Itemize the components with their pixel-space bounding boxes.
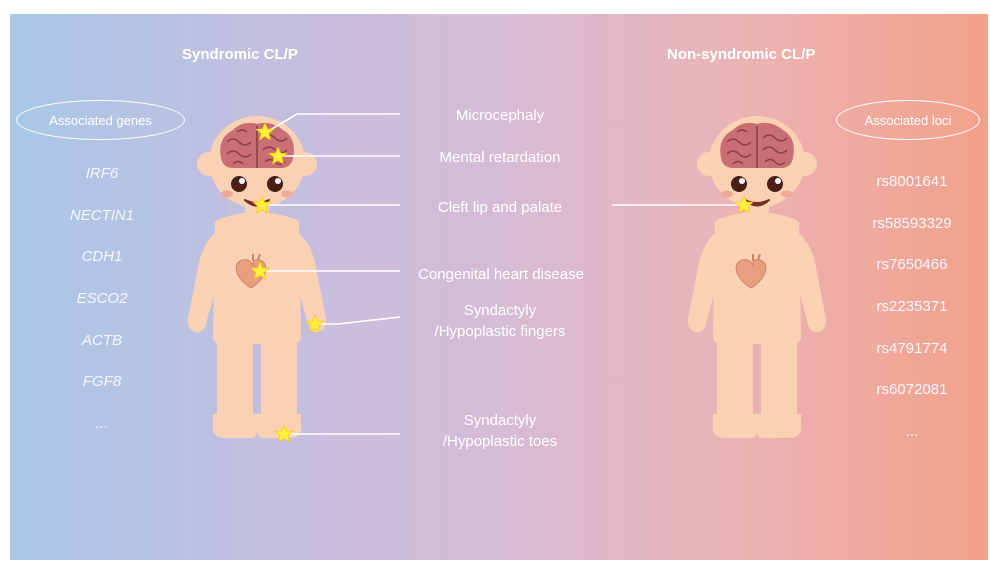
trait-toes-line2: /Hypoplastic toes xyxy=(400,431,600,452)
diagram-panel: Syndromic CL/P Non-syndromic CL/P Associ… xyxy=(10,14,988,560)
trait-cleft-lip-palate: Cleft lip and palate xyxy=(400,197,600,218)
trait-syndactyly-toes: Syndactyly /Hypoplastic toes xyxy=(400,410,600,452)
trait-mental-retardation: Mental retardation xyxy=(400,147,600,168)
trait-toes-line1: Syndactyly xyxy=(400,410,600,431)
figures-layer xyxy=(10,14,988,560)
trait-fingers-line2: /Hypoplastic fingers xyxy=(400,321,600,342)
trait-fingers-line1: Syndactyly xyxy=(400,300,600,321)
trait-syndactyly-fingers: Syndactyly /Hypoplastic fingers xyxy=(400,300,600,342)
trait-congenital-heart-disease: Congenital heart disease xyxy=(396,264,606,285)
trait-microcephaly: Microcephaly xyxy=(400,105,600,126)
nonsyndromic-child-figure xyxy=(688,116,826,438)
connector-fingers xyxy=(318,317,400,324)
